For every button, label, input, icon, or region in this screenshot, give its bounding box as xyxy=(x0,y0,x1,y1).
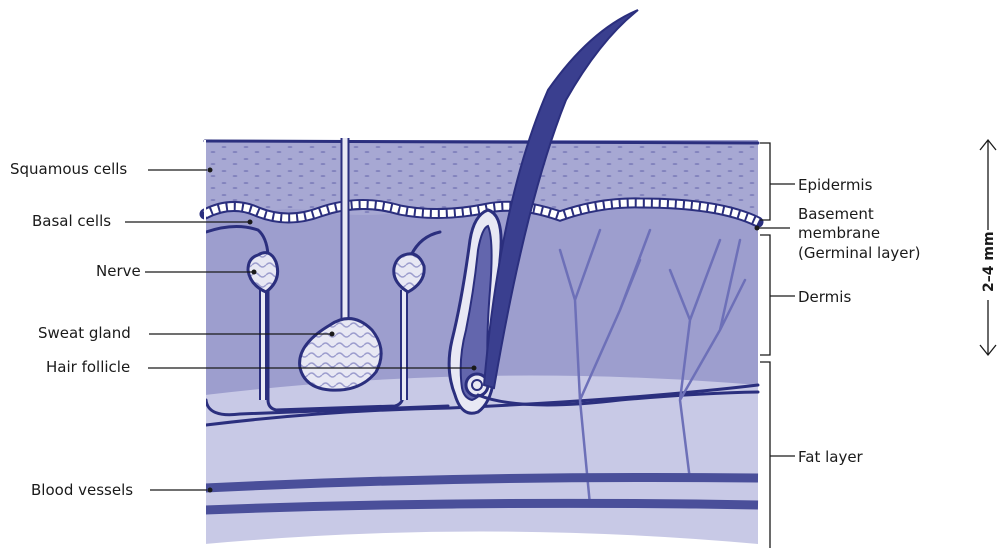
label-basement-line1: Basement xyxy=(798,205,874,223)
label-basement-line3: (Germinal layer) xyxy=(798,244,921,262)
label-blood-vessels: Blood vessels xyxy=(31,481,133,499)
fat-bracket xyxy=(760,362,770,548)
label-basal-cells: Basal cells xyxy=(32,212,111,230)
label-hair-follicle: Hair follicle xyxy=(46,358,130,376)
dermis-bracket xyxy=(760,235,770,355)
scale-indicator: 2–4 mm xyxy=(980,140,997,355)
label-sweat-gland: Sweat gland xyxy=(38,324,131,342)
label-epidermis: Epidermis xyxy=(798,176,873,194)
label-nerve: Nerve xyxy=(96,262,141,280)
epidermis-bracket xyxy=(760,143,770,220)
label-dermis: Dermis xyxy=(798,288,851,306)
label-fat-layer: Fat layer xyxy=(798,448,864,466)
label-basement-line2: membrane xyxy=(798,224,880,242)
skin-block xyxy=(205,10,758,545)
right-labels: Epidermis Basement membrane (Germinal la… xyxy=(755,143,921,548)
skin-surface-line xyxy=(205,141,758,143)
label-squamous-cells: Squamous cells xyxy=(10,160,127,178)
scale-label: 2–4 mm xyxy=(981,231,997,292)
